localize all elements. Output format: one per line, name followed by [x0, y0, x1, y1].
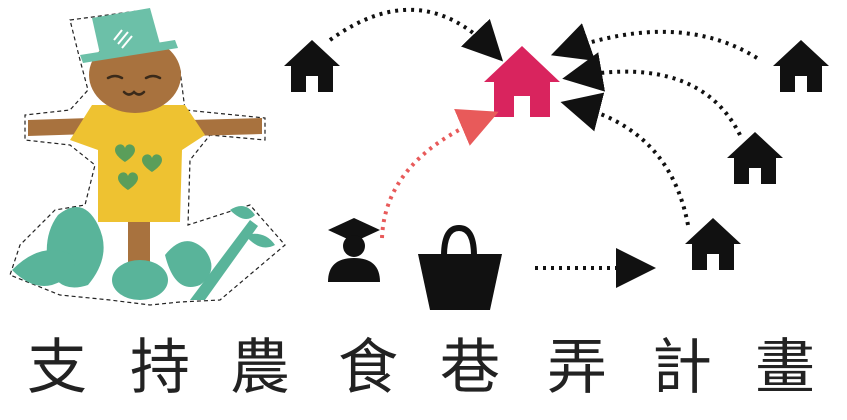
scarecrow-illustration [9, 8, 286, 306]
vegetable-leaves [12, 206, 275, 300]
title-row: 支 持 農 食 巷 弄 計 畫 [0, 322, 847, 420]
shopping-bag-icon [418, 224, 502, 310]
center-house-icon [484, 46, 560, 117]
scarecrow-shirt [70, 105, 205, 222]
title-char-2: 持 [130, 333, 190, 403]
arrows [328, 7, 759, 288]
scarecrow-arm-left [28, 118, 90, 136]
title-char-7: 計 [652, 333, 712, 403]
arrow-middleright-to-center [562, 52, 742, 136]
house-icon-top-right [773, 40, 829, 92]
arrow-topleft-to-center [328, 7, 504, 62]
title-char-6: 弄 [547, 333, 607, 403]
title-char-1: 支 [27, 333, 87, 403]
title-char-3: 農 [230, 333, 290, 403]
heart-icons [115, 144, 162, 190]
house-icon-top-left [284, 40, 340, 92]
scarecrow-arm-right [190, 118, 262, 136]
scarecrow-face [106, 74, 162, 96]
arrow-topright-to-center [550, 23, 759, 61]
house-icon-middle-right [727, 132, 783, 184]
title-char-4: 食 [338, 333, 398, 403]
scarecrow-post [128, 205, 150, 275]
house-icon-bottom-right [685, 218, 741, 270]
arrow-bottomright-to-center [560, 92, 690, 226]
arrow-student-to-center [380, 108, 499, 239]
scarecrow-hat [80, 8, 178, 63]
title-char-5: 巷 [440, 333, 500, 403]
graduate-person-icon [328, 218, 380, 282]
title-char-8: 畫 [755, 333, 815, 403]
